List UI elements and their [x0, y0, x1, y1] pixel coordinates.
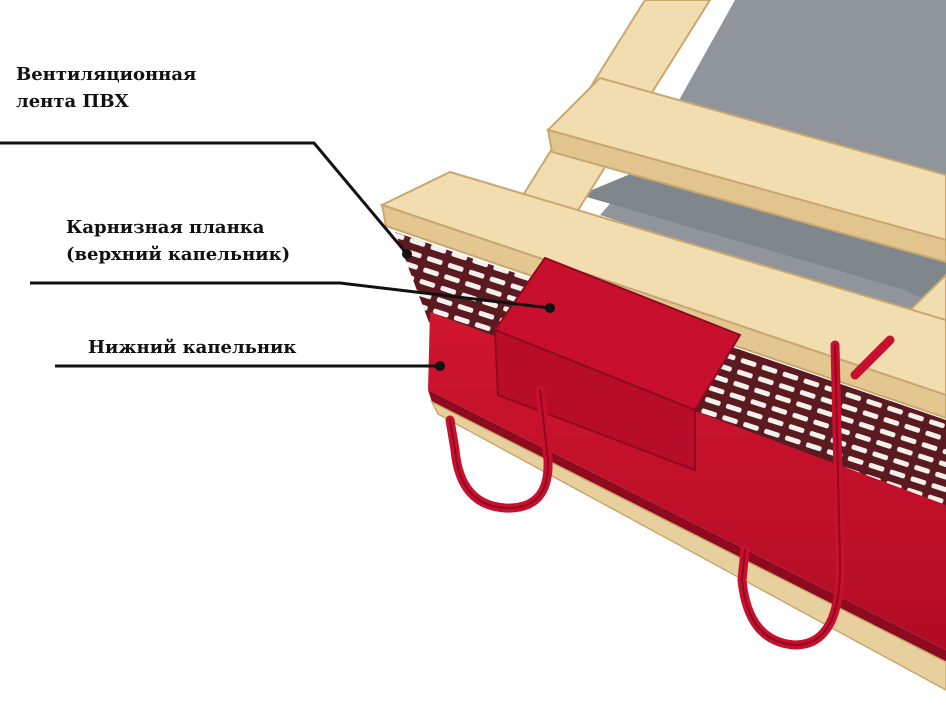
- label-ventilation-tape-line1: Вентиляционная: [16, 64, 197, 85]
- label-ventilation-tape: Вентиляционная лента ПВХ: [16, 61, 196, 115]
- label-lower-drip-text: Нижний капельник: [88, 337, 297, 358]
- leader-dot-lower-drip: [435, 361, 445, 371]
- label-eave-plank-line2: (верхний капельник): [66, 244, 291, 265]
- batten-top-edge: [546, 128, 946, 264]
- label-ventilation-tape-line2: лента ПВХ: [16, 91, 129, 112]
- fascia-bottom-edge: [430, 400, 946, 691]
- leader-eave-plank: [30, 281, 551, 310]
- label-lower-drip: Нижний капельник: [88, 334, 296, 361]
- eave-plank-front: [493, 328, 696, 472]
- gutter-hook-right-inner: [740, 344, 842, 647]
- gutter-hook-left-inner: [449, 389, 550, 510]
- leader-ventilation-tape: [0, 141, 409, 255]
- gutter-hook-right-strap: [850, 335, 895, 380]
- leader-dot-ventilation-tape: [402, 249, 412, 259]
- leader-dot-eave-plank: [545, 303, 555, 313]
- label-eave-plank-line1: Карнизная планка: [66, 217, 265, 238]
- label-eave-plank: Карнизная планка (верхний капельник): [66, 214, 290, 268]
- roof-membrane-lower: [580, 170, 946, 310]
- lower-drip-bottom-edge: [428, 390, 946, 662]
